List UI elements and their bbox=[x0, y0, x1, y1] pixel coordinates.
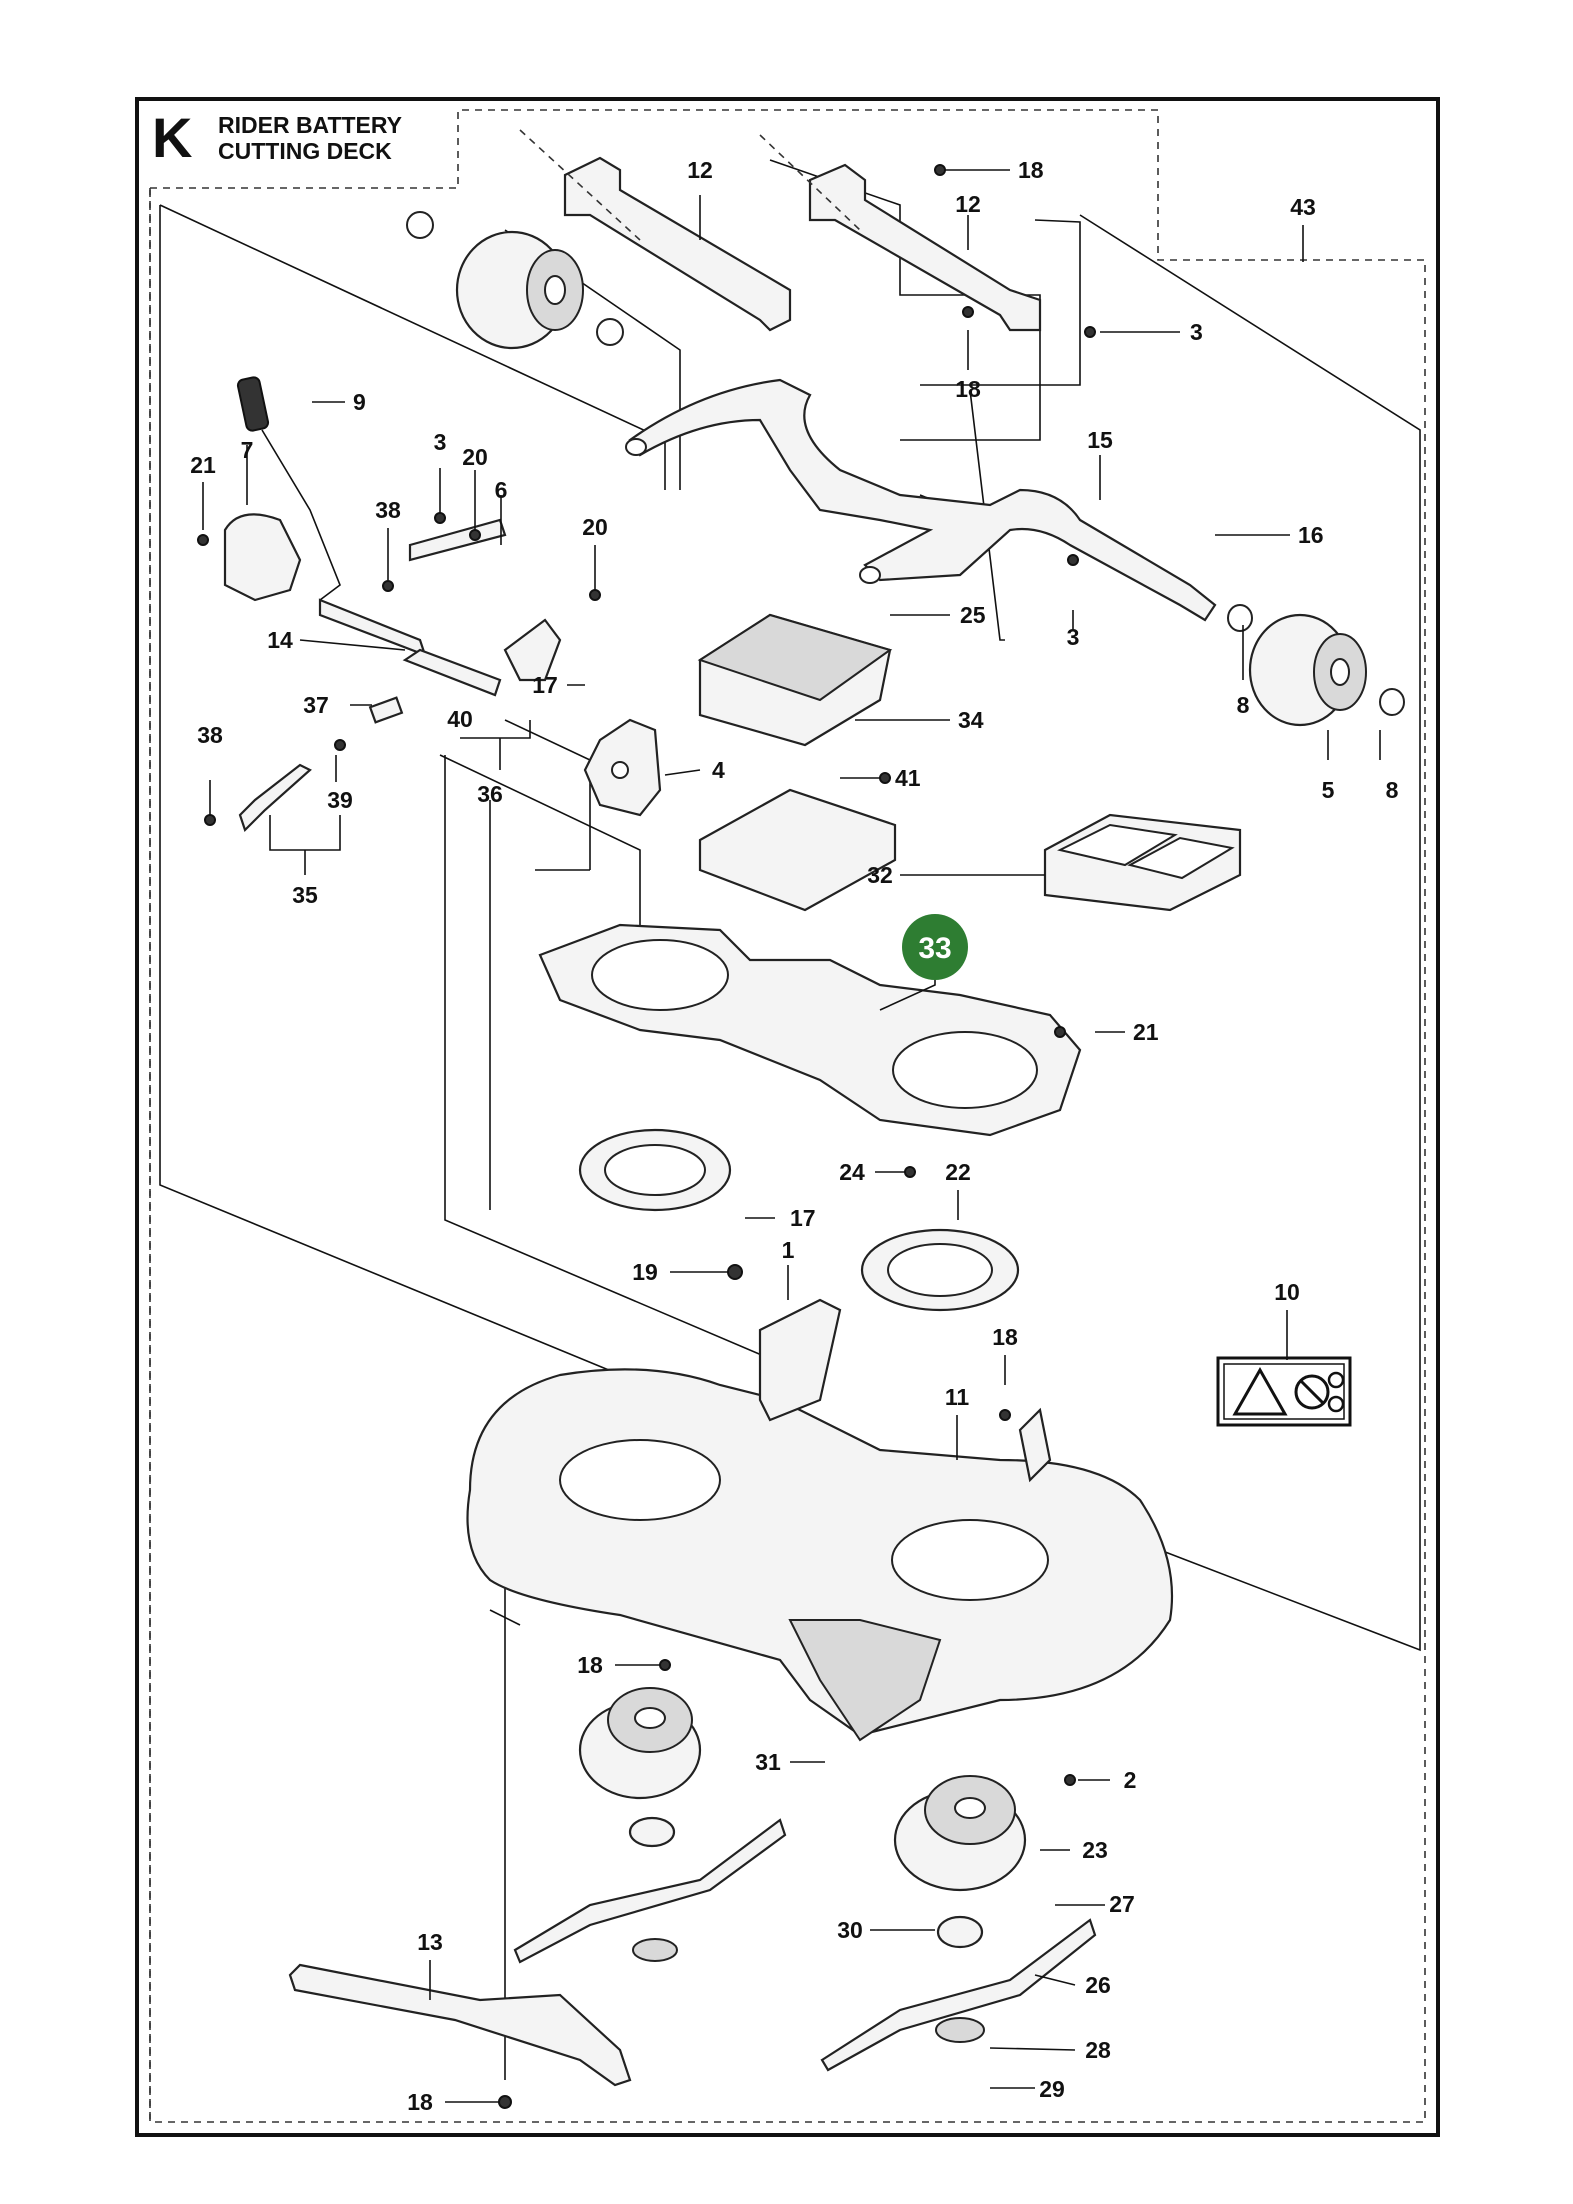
height-plate-4 bbox=[583, 718, 662, 817]
bearing-rings bbox=[578, 1128, 1020, 1312]
callout-40: 40 bbox=[447, 706, 473, 732]
callout-20: 20 bbox=[462, 444, 488, 470]
diagram-frame bbox=[135, 97, 1440, 2137]
battery-cover-34 bbox=[697, 613, 893, 747]
baffle-13 bbox=[288, 1963, 632, 2087]
callout-15: 15 bbox=[1087, 427, 1113, 453]
highlight-badge-label: 33 bbox=[918, 932, 951, 965]
callout-38: 38 bbox=[375, 497, 401, 523]
axle-bracket-12-right bbox=[759, 134, 1042, 332]
callout-18: 18 bbox=[407, 2089, 433, 2115]
cutting-deck-11 bbox=[466, 1298, 1174, 1742]
motor-right-23 bbox=[893, 1775, 1027, 1892]
callout-3: 3 bbox=[1190, 319, 1203, 345]
callout-25: 25 bbox=[960, 602, 986, 628]
callout-30: 30 bbox=[837, 1917, 863, 1943]
callout-10: 10 bbox=[1274, 1279, 1300, 1305]
blade-right-26 bbox=[820, 1915, 1097, 2072]
callout-29: 29 bbox=[1039, 2076, 1065, 2102]
callout-16: 16 bbox=[1298, 522, 1324, 548]
callout-18: 18 bbox=[955, 376, 981, 402]
callout-39: 39 bbox=[327, 787, 353, 813]
callout-36: 36 bbox=[477, 781, 503, 807]
control-box-32 bbox=[698, 788, 897, 912]
callout-9: 9 bbox=[353, 389, 366, 415]
highlight-badge-33: 33 bbox=[902, 914, 968, 980]
callout-17: 17 bbox=[790, 1205, 816, 1231]
callout-38: 38 bbox=[197, 722, 223, 748]
callout-28: 28 bbox=[1085, 2037, 1111, 2063]
callout-31: 31 bbox=[755, 1749, 781, 1775]
section-title-line1: RIDER BATTERY bbox=[218, 112, 402, 138]
callout-12: 12 bbox=[955, 191, 981, 217]
leader-lines bbox=[202, 169, 1381, 2103]
callout-5: 5 bbox=[1322, 777, 1335, 803]
callout-8: 8 bbox=[1237, 692, 1250, 718]
hardware-fasteners bbox=[197, 164, 1096, 2109]
callout-3: 3 bbox=[1067, 624, 1080, 650]
callout-18: 18 bbox=[577, 1652, 603, 1678]
callout-2: 2 bbox=[1124, 1767, 1137, 1793]
callout-8: 8 bbox=[1386, 777, 1399, 803]
roller-bracket-15 bbox=[625, 378, 1217, 622]
callout-34: 34 bbox=[958, 707, 984, 733]
callout-1: 1 bbox=[782, 1237, 795, 1263]
callout-24: 24 bbox=[839, 1159, 865, 1185]
callout-41: 41 bbox=[895, 765, 921, 791]
callout-12: 12 bbox=[687, 157, 713, 183]
callout-26: 26 bbox=[1085, 1972, 1111, 1998]
callout-27: 27 bbox=[1109, 1891, 1135, 1917]
motor-left bbox=[578, 1687, 702, 1800]
callout-18: 18 bbox=[1018, 157, 1044, 183]
callout-37: 37 bbox=[303, 692, 329, 718]
callout-20: 20 bbox=[582, 514, 608, 540]
callout-labels: 12 18 12 43 3 18 9 21 7 3 20 6 38 20 15 … bbox=[190, 157, 1398, 2115]
callout-21: 21 bbox=[190, 452, 216, 478]
blade-left bbox=[513, 1816, 787, 1964]
callout-18: 18 bbox=[992, 1324, 1018, 1350]
callout-3: 3 bbox=[434, 429, 447, 455]
rear-wheel-right bbox=[1227, 604, 1405, 727]
callout-21: 21 bbox=[1133, 1019, 1159, 1045]
callout-14: 14 bbox=[267, 627, 293, 653]
callout-7: 7 bbox=[241, 437, 254, 463]
warning-decal-10 bbox=[1216, 1356, 1352, 1427]
callout-6: 6 bbox=[495, 477, 508, 503]
callout-35: 35 bbox=[292, 882, 318, 908]
callout-4: 4 bbox=[712, 757, 725, 783]
callout-43: 43 bbox=[1290, 194, 1316, 220]
callout-11: 11 bbox=[945, 1384, 970, 1410]
callout-19: 19 bbox=[632, 1259, 658, 1285]
callout-23: 23 bbox=[1082, 1837, 1108, 1863]
axle-bracket-12-left bbox=[519, 129, 792, 332]
deck-cover-33 bbox=[538, 923, 1082, 1137]
section-letter: K bbox=[152, 106, 193, 169]
callout-17: 17 bbox=[532, 672, 558, 698]
section-title-line2: CUTTING DECK bbox=[218, 138, 392, 164]
callout-22: 22 bbox=[945, 1159, 971, 1185]
front-wheel-left bbox=[406, 211, 624, 350]
callout-13: 13 bbox=[417, 1929, 443, 1955]
battery-foam-block bbox=[1043, 813, 1242, 912]
callout-32: 32 bbox=[867, 862, 893, 888]
height-lever-assembly bbox=[223, 376, 562, 833]
